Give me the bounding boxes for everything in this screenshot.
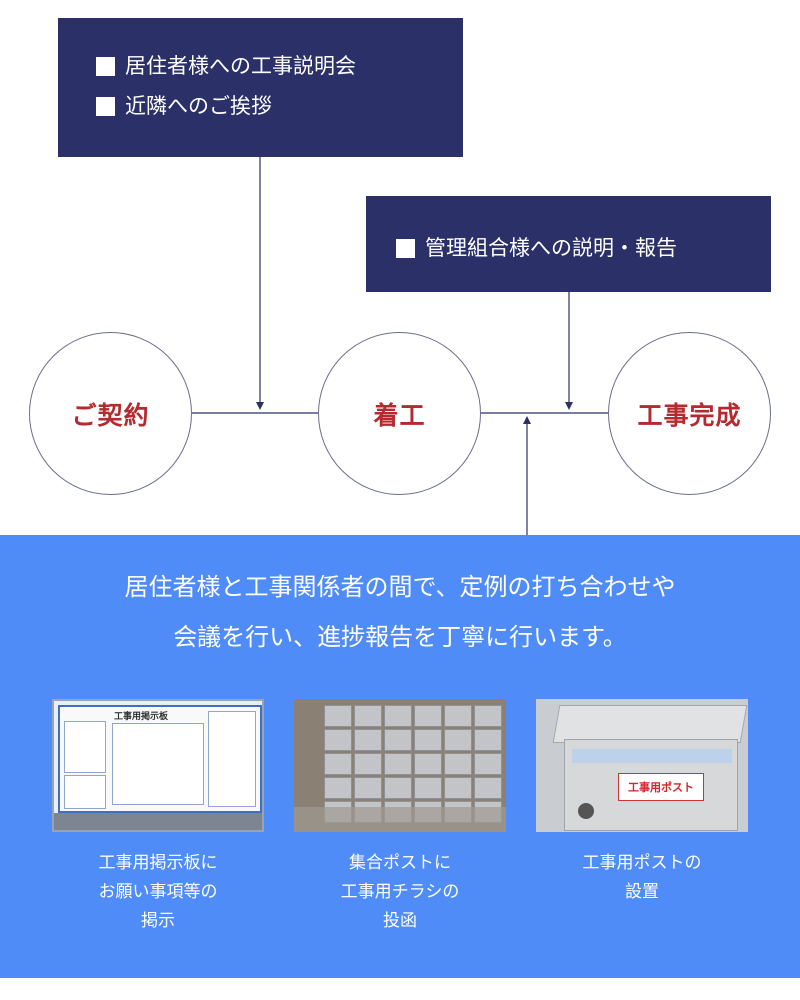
bullet-text: 管理組合様への説明・報告 (425, 236, 677, 260)
bullet-text: 居住者様への工事説明会 (125, 54, 356, 78)
photo-caption: 工事用ポストの 設置 (536, 849, 748, 907)
caption-line: 工事用掲示板に (98, 853, 218, 873)
caption-line: 投函 (383, 911, 417, 931)
step-construction-start: 着工 (318, 332, 481, 495)
step-label: ご契約 (71, 400, 150, 430)
post-label: 工事用ポスト (618, 773, 704, 801)
board-stand (54, 813, 262, 830)
square-bullet-icon (96, 96, 115, 116)
bullet-item: 近隣へのご挨拶 (96, 86, 463, 126)
notice-sheet (208, 711, 256, 807)
square-bullet-icon (396, 238, 415, 258)
mailboxes-photo (294, 699, 506, 832)
description-line: 会議を行い、進捗報告を丁寧に行います。 (173, 623, 627, 651)
photo-caption: 工事用掲示板に お願い事項等の 掲示 (52, 849, 264, 936)
caption-line: お願い事項等の (98, 882, 218, 902)
bullet-item: 居住者様への工事説明会 (96, 46, 463, 86)
step-contract: ご契約 (29, 332, 192, 495)
step-label: 着工 (373, 400, 426, 430)
board-title: 工事用掲示板 (114, 712, 169, 722)
notice-board: 工事用掲示板 (58, 705, 262, 813)
resident-briefing-box: 居住者様への工事説明会 近隣へのご挨拶 (58, 18, 463, 157)
notice-sheet (112, 723, 204, 805)
caption-line: 工事用ポストの (582, 853, 702, 873)
bullet-text: 近隣へのご挨拶 (125, 94, 272, 118)
post-slot (572, 749, 732, 763)
construction-post-photo: 工事用ポスト (536, 699, 748, 832)
description-line: 居住者様と工事関係者の間で、定例の打ち合わせや (124, 573, 676, 601)
square-bullet-icon (96, 56, 115, 76)
mailbox-grid (324, 705, 502, 823)
notice-sheet (64, 721, 106, 773)
bullet-item: 管理組合様への説明・報告 (396, 228, 771, 268)
notice-board-photo: 工事用掲示板 (52, 699, 264, 832)
step-completion: 工事完成 (608, 332, 771, 495)
floor (294, 807, 506, 832)
photo-caption: 集合ポストに 工事用チラシの 投函 (294, 849, 506, 936)
notice-sheet (64, 775, 106, 809)
post-lid (552, 705, 748, 743)
section-description: 居住者様と工事関係者の間で、定例の打ち合わせや 会議を行い、進捗報告を丁寧に行い… (0, 562, 800, 662)
caption-line: 掲示 (141, 911, 175, 931)
lock-icon (578, 803, 594, 819)
caption-line: 集合ポストに (349, 853, 451, 873)
management-report-box: 管理組合様への説明・報告 (366, 196, 771, 292)
caption-line: 設置 (625, 882, 659, 902)
step-label: 工事完成 (637, 400, 742, 430)
communication-section: 居住者様と工事関係者の間で、定例の打ち合わせや 会議を行い、進捗報告を丁寧に行い… (0, 535, 800, 978)
caption-line: 工事用チラシの (340, 882, 460, 902)
